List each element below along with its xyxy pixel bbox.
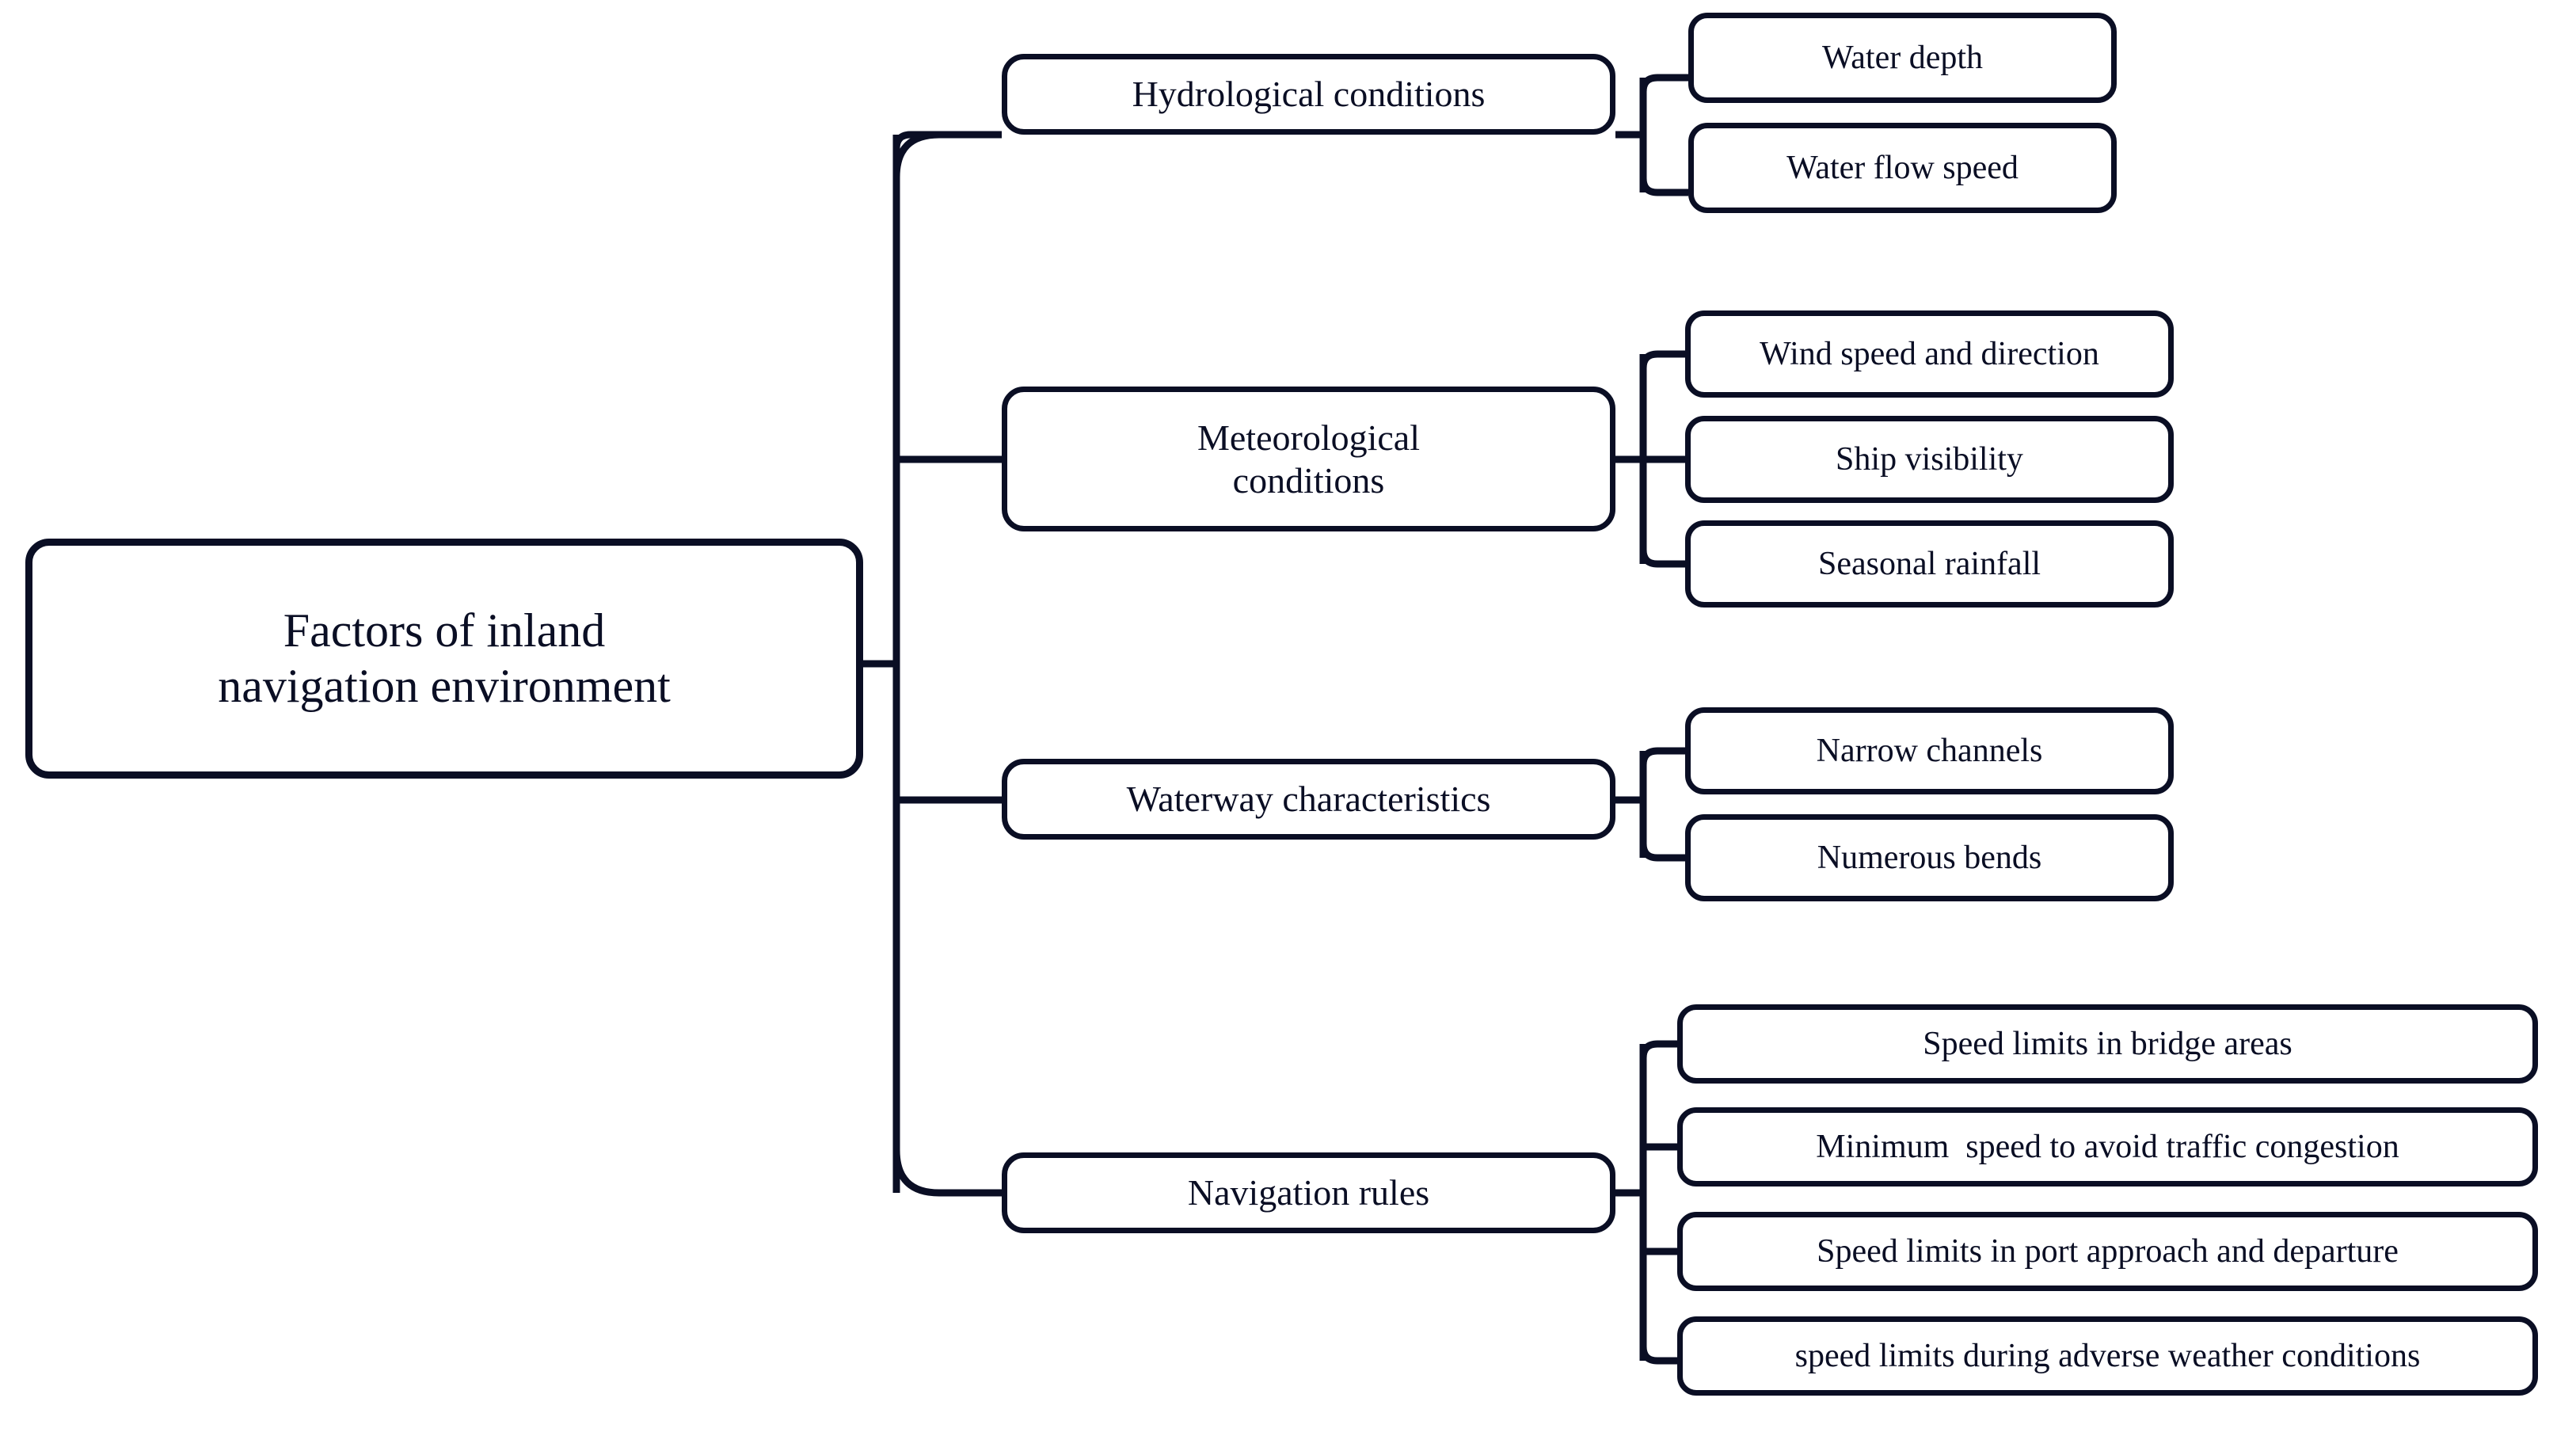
node-waterway-characteristics[interactable]: Waterway characteristics [1002, 759, 1615, 840]
connector-g1-child-2 [1639, 177, 1688, 196]
node-root[interactable]: Factors of inland navigation environment [25, 539, 863, 779]
node-seasonal-rainfall[interactable]: Seasonal rainfall [1685, 520, 2174, 608]
node-water-flow-speed-label: Water flow speed [1786, 149, 2019, 186]
connector-g4-child-1 [1639, 1040, 1677, 1059]
node-speed-limits-port-approach-departure-label: Speed limits in port approach and depart… [1817, 1232, 2399, 1270]
node-speed-limits-port-approach-departure[interactable]: Speed limits in port approach and depart… [1677, 1212, 2538, 1291]
node-root-label: Factors of inland navigation environment [218, 604, 671, 712]
connector-branch-1 [892, 131, 1002, 150]
connector-branch-4 [892, 1149, 1002, 1197]
connector-g2-child-1 [1639, 350, 1688, 369]
node-meteorological-conditions-label: Meteorological conditions [1197, 417, 1420, 501]
node-ship-visibility-label: Ship visibility [1836, 440, 2023, 478]
connector-g3-child-1 [1639, 747, 1688, 766]
node-speed-limits-bridge-areas[interactable]: Speed limits in bridge areas [1677, 1004, 2538, 1084]
node-narrow-channels[interactable]: Narrow channels [1685, 707, 2174, 794]
node-minimum-speed-traffic-congestion-label: Minimum speed to avoid traffic congestio… [1816, 1128, 2399, 1165]
node-wind-speed-and-direction[interactable]: Wind speed and direction [1685, 310, 2174, 398]
node-minimum-speed-traffic-congestion[interactable]: Minimum speed to avoid traffic congestio… [1677, 1107, 2538, 1187]
node-seasonal-rainfall-label: Seasonal rainfall [1817, 545, 2041, 582]
node-wind-speed-and-direction-label: Wind speed and direction [1760, 335, 2099, 372]
node-navigation-rules[interactable]: Navigation rules [1002, 1152, 1615, 1233]
node-water-depth[interactable]: Water depth [1688, 13, 2117, 103]
node-speed-limits-adverse-weather[interactable]: speed limits during adverse weather cond… [1677, 1316, 2538, 1396]
node-waterway-characteristics-label: Waterway characteristics [1126, 779, 1491, 820]
connector-g4-child-4 [1639, 1346, 1677, 1365]
node-ship-visibility[interactable]: Ship visibility [1685, 416, 2174, 503]
connector-g2-child-3 [1639, 549, 1688, 568]
connector-g3-child-2 [1639, 843, 1688, 862]
node-water-depth-label: Water depth [1821, 39, 1984, 76]
node-hydrological-conditions-label: Hydrological conditions [1132, 74, 1486, 115]
node-numerous-bends[interactable]: Numerous bends [1685, 814, 2174, 901]
node-speed-limits-bridge-areas-label: Speed limits in bridge areas [1923, 1025, 2293, 1062]
node-hydrological-conditions[interactable]: Hydrological conditions [1002, 54, 1615, 135]
node-narrow-channels-label: Narrow channels [1816, 732, 2043, 769]
connector-g1-child-1 [1639, 74, 1688, 93]
node-navigation-rules-label: Navigation rules [1187, 1172, 1430, 1213]
connector-branch-1-corner [892, 131, 1002, 178]
node-speed-limits-adverse-weather-label: speed limits during adverse weather cond… [1794, 1337, 2421, 1374]
node-water-flow-speed[interactable]: Water flow speed [1688, 123, 2117, 213]
node-meteorological-conditions[interactable]: Meteorological conditions [1002, 387, 1615, 531]
node-numerous-bends-label: Numerous bends [1817, 839, 2042, 876]
